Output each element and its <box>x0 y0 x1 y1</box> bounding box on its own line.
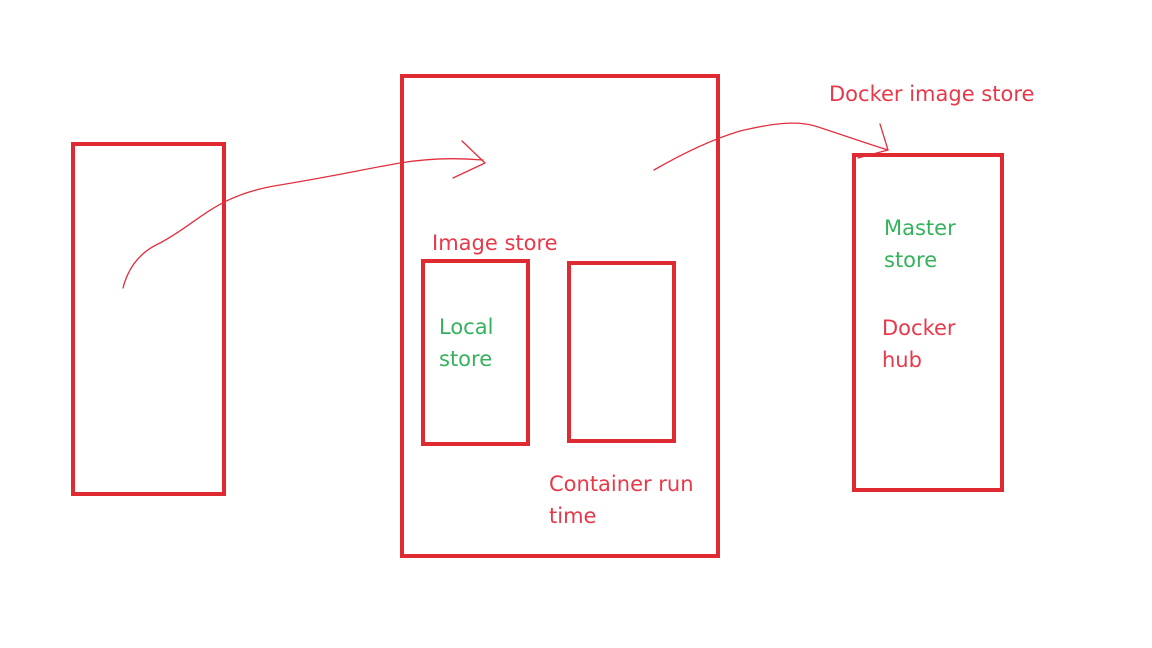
docker-host-box <box>400 74 720 558</box>
master-store-label-line1: Master <box>884 216 956 240</box>
client-box <box>71 142 226 496</box>
docker-hub-label-line2: hub <box>882 348 922 372</box>
container-runtime-label-line2: time <box>549 504 597 528</box>
master-store-label-line2: store <box>884 248 938 272</box>
local-store-label-line1: Local <box>439 315 494 339</box>
image-store-label: Image store <box>432 231 558 255</box>
docker-hub-label-line1: Docker <box>882 316 956 340</box>
docker-image-store-label: Docker image store <box>829 82 1035 106</box>
container-runtime-box <box>567 261 676 443</box>
container-runtime-label-line1: Container run <box>549 472 694 496</box>
local-store-label-line2: store <box>439 347 493 371</box>
docker-hub-box <box>852 153 1004 492</box>
